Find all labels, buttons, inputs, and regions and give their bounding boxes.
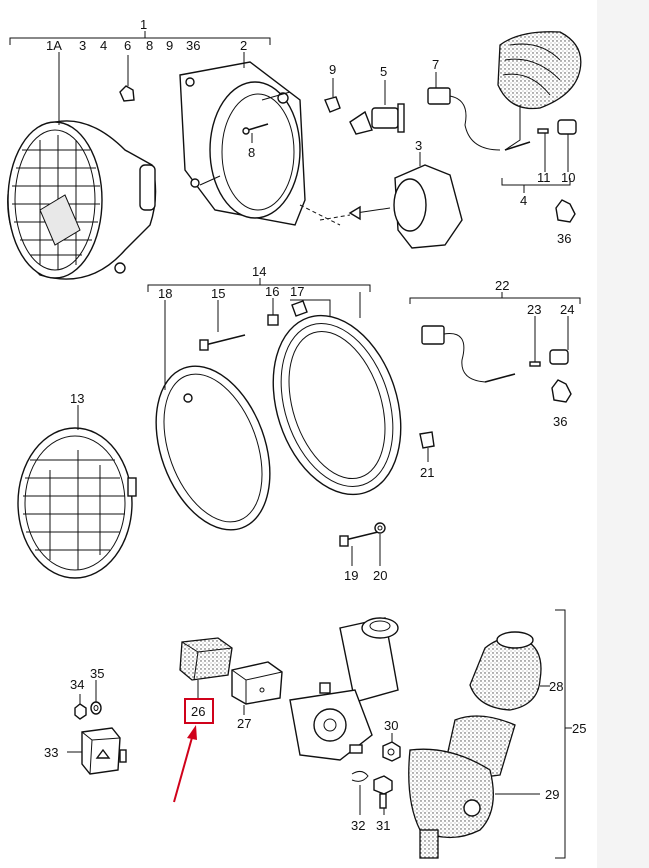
part-29-housing[interactable]: [408, 715, 540, 859]
callout-36b: 36: [557, 231, 571, 246]
callout-4a: 4: [100, 38, 107, 53]
callout-31: 31: [376, 818, 390, 833]
part-34-nut[interactable]: [74, 694, 87, 720]
part-36-clip-top[interactable]: [555, 199, 576, 223]
callout-14: 14: [252, 264, 266, 279]
part-16-nut[interactable]: [267, 298, 279, 326]
callout-30: 30: [384, 718, 398, 733]
callout-25: 25: [572, 721, 586, 736]
part-18-trim-ring[interactable]: [135, 300, 291, 546]
page-edge: [597, 0, 649, 868]
callout-3b: 3: [415, 138, 422, 153]
part-20-washer[interactable]: [374, 522, 386, 566]
group-14-bracket: [147, 278, 371, 292]
part-5-bulb[interactable]: [349, 80, 405, 135]
callout-29: 29: [545, 787, 559, 802]
part-15-screw[interactable]: [199, 300, 246, 351]
part-30-nut[interactable]: [382, 733, 401, 762]
callout-26: 26: [191, 704, 205, 719]
part-28-boot[interactable]: [469, 631, 550, 711]
part-1a-headlight[interactable]: [7, 52, 157, 280]
callout-1: 1: [140, 17, 147, 32]
callout-36c: 36: [553, 414, 567, 429]
part-9-clip[interactable]: [324, 78, 341, 113]
callout-5: 5: [380, 64, 387, 79]
part-32-clip[interactable]: [351, 770, 369, 815]
callout-28: 28: [549, 679, 563, 694]
group-25-bracket: [555, 609, 572, 859]
callout-23: 23: [527, 302, 541, 317]
callout-32: 32: [351, 818, 365, 833]
callout-20: 20: [373, 568, 387, 583]
callout-9a: 9: [166, 38, 173, 53]
part-2-housing[interactable]: [179, 52, 306, 226]
callout-16: 16: [265, 284, 279, 299]
part-26-relay-boot[interactable]: [179, 637, 233, 698]
part-33-bracket[interactable]: [67, 727, 127, 775]
callout-9b: 9: [329, 62, 336, 77]
callout-27: 27: [237, 716, 251, 731]
callout-33: 33: [44, 745, 58, 760]
callout-7: 7: [432, 57, 439, 72]
callout-4b: 4: [520, 193, 527, 208]
part-36-clip-middle[interactable]: [551, 379, 572, 403]
callout-11: 11: [537, 170, 551, 185]
part-7-connector[interactable]: [427, 72, 501, 151]
callout-34: 34: [70, 677, 84, 692]
part-13-sealed-beam[interactable]: [17, 405, 137, 579]
callout-24: 24: [560, 302, 574, 317]
callout-35: 35: [90, 666, 104, 681]
callout-18: 18: [158, 286, 172, 301]
part-4-boot-cable[interactable]: [497, 31, 582, 193]
callout-15: 15: [211, 286, 225, 301]
callout-labels: 1 1A 3 4 6 8 9 36 2 9 5 7 8 3 11 10 4 36…: [44, 17, 586, 833]
callout-13: 13: [70, 391, 84, 406]
callout-3a: 3: [79, 38, 86, 53]
callout-17: 17: [290, 284, 304, 299]
highlight-26: [173, 698, 214, 803]
callout-2: 2: [240, 38, 247, 53]
part-19-screw[interactable]: [339, 531, 379, 566]
callout-19: 19: [344, 568, 358, 583]
group-1-bracket: [9, 31, 271, 45]
callout-10: 10: [561, 170, 575, 185]
part-17-clip[interactable]: [290, 299, 331, 317]
callout-21: 21: [420, 465, 434, 480]
part-14-retaining-ring[interactable]: [252, 292, 423, 511]
part-3-bulb-holder[interactable]: [299, 152, 463, 249]
part-22-wiring[interactable]: [421, 316, 569, 383]
part-27-relay[interactable]: [231, 661, 283, 715]
callout-8a: 8: [146, 38, 153, 53]
callout-22: 22: [495, 278, 509, 293]
part-21-clip[interactable]: [419, 431, 435, 462]
callout-8b: 8: [248, 145, 255, 160]
part-35-washer[interactable]: [90, 680, 102, 715]
part-31-bolt[interactable]: [373, 775, 393, 815]
callout-1a: 1A: [46, 38, 62, 53]
part-8-screw[interactable]: [242, 123, 269, 143]
callout-36a: 36: [186, 38, 200, 53]
part-6-clip[interactable]: [119, 55, 135, 102]
part-25-motor[interactable]: [289, 617, 399, 761]
group-22-bracket: [409, 292, 581, 304]
callout-6: 6: [124, 38, 131, 53]
